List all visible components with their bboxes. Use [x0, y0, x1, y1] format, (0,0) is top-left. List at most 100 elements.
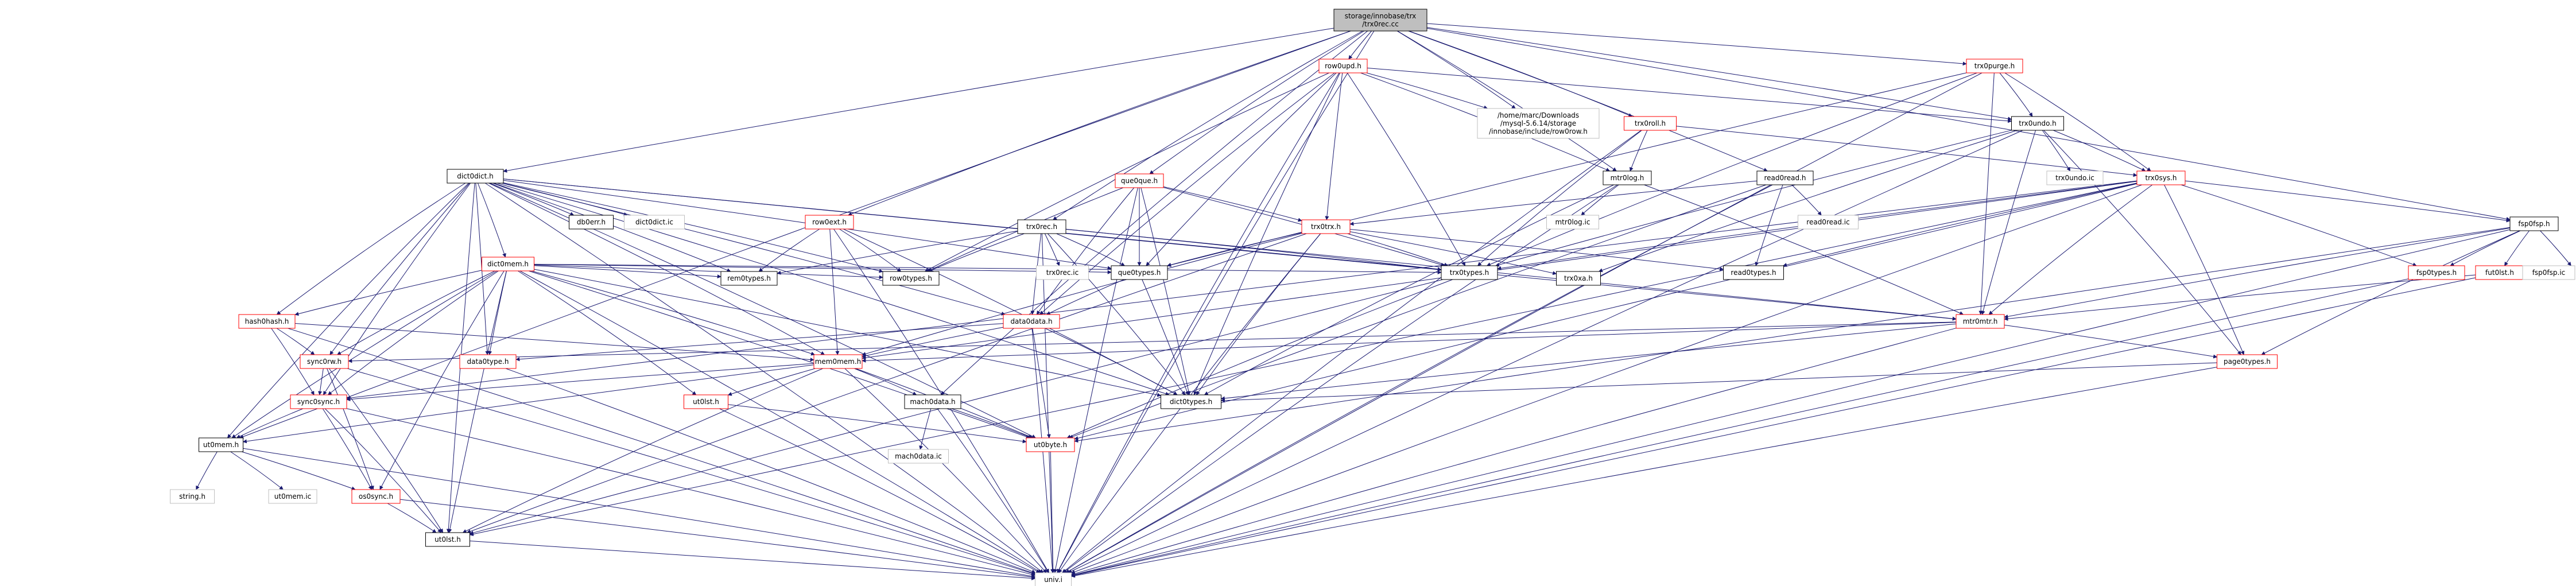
- edge-mem0mem-to-mach0data_h: [854, 368, 917, 395]
- node-read0read[interactable]: read0read.h: [1756, 170, 1814, 185]
- node-page0types[interactable]: page0types.h: [2217, 354, 2278, 369]
- node-label-data0type-line-0: data0type.h: [467, 358, 509, 366]
- node-data0type[interactable]: data0type.h: [459, 354, 517, 369]
- edge-root-to-univ_i: [1057, 30, 1375, 573]
- node-fsp0fsp[interactable]: fsp0fsp.h: [2509, 216, 2559, 231]
- node-ut0lst_h[interactable]: ut0lst.h: [425, 532, 470, 547]
- node-trx0undo[interactable]: trx0undo.h: [2011, 116, 2064, 131]
- node-fsp0types[interactable]: fsp0types.h: [2408, 265, 2465, 280]
- edge-mtr0mtr-to-univ_i: [1070, 328, 1957, 576]
- edge-root-to-trx0purge: [1426, 23, 1967, 66]
- node-box-mach0data_ic: [888, 449, 949, 464]
- node-row0types[interactable]: row0types.h: [882, 271, 940, 286]
- edge-dict0mem-to-univ_i: [519, 270, 1042, 573]
- node-dict0dict[interactable]: dict0dict.h: [447, 169, 504, 184]
- edge-dict0mem-to-rem0types: [534, 265, 721, 279]
- node-label-mysql_row0row-line-1: /mysql-5.6.14/storage: [1500, 119, 1576, 127]
- edge-ut0lst_red-to-ut0byte: [728, 404, 1027, 444]
- edge-trx0undo-to-trx0xa: [1598, 130, 2018, 273]
- node-box-trx0sys: [2136, 170, 2186, 185]
- node-ut0mem[interactable]: ut0mem.h: [199, 437, 243, 452]
- edge-root-to-row0ext: [848, 30, 1351, 216]
- node-que0types[interactable]: que0types.h: [1111, 265, 1168, 280]
- node-label-ut0lst_red-line-0: ut0lst.h: [693, 398, 719, 406]
- node-mtr0log[interactable]: mtr0log.h: [1603, 170, 1652, 185]
- node-sync0sync[interactable]: sync0sync.h: [290, 394, 347, 409]
- node-box-trx0undo: [2011, 116, 2064, 131]
- node-label-mysql_row0row-line-0: /home/marc/Downloads: [1498, 111, 1579, 119]
- node-box-mem0mem: [813, 354, 863, 369]
- edge-fsp0types-to-univ_i: [1070, 278, 2409, 577]
- node-box-que0types: [1111, 265, 1168, 280]
- node-trx0trx[interactable]: trx0trx.h: [1301, 219, 1351, 234]
- node-label-row0types-line-0: row0types.h: [890, 274, 932, 282]
- edge-sync0sync-to-univ_i: [346, 408, 1036, 577]
- edge-dict0mem-to-trx0types: [534, 263, 1442, 275]
- node-ut0byte[interactable]: ut0byte.h: [1026, 437, 1075, 452]
- node-trx0rec_h[interactable]: trx0rec.h: [1017, 219, 1066, 234]
- edge-dict0mem-to-que0types: [534, 264, 1112, 274]
- edge-dict0mem-to-ut0byte: [528, 270, 1030, 439]
- node-row0upd[interactable]: row0upd.h: [1318, 59, 1368, 73]
- node-box-trx0undo_ic: [2046, 170, 2104, 185]
- node-sync0rw[interactable]: sync0rw.h: [300, 354, 349, 369]
- node-mach0data_h[interactable]: mach0data.h: [904, 394, 961, 409]
- edge-dict0dict-to-row0types: [503, 183, 883, 273]
- node-box-ut0mem: [199, 437, 243, 452]
- node-ut0lst_red[interactable]: ut0lst.h: [684, 394, 728, 409]
- node-db0err[interactable]: db0err.h: [569, 215, 614, 230]
- node-fut0lst[interactable]: fut0lst.h: [2475, 265, 2524, 280]
- node-mem0mem[interactable]: mem0mem.h: [813, 354, 863, 369]
- edge-data0type-to-univ_i: [505, 368, 1036, 573]
- edge-hash0hash-to-univ_i: [288, 328, 1036, 575]
- edge-read0read-to-read0types: [1755, 184, 1783, 266]
- edge-trx0rec_h-to-row0types: [928, 233, 1025, 272]
- node-mtr0mtr[interactable]: mtr0mtr.h: [1956, 314, 2005, 329]
- node-dict0mem[interactable]: dict0mem.h: [482, 257, 534, 271]
- node-trx0purge[interactable]: trx0purge.h: [1966, 59, 2023, 73]
- node-box-ut0byte: [1026, 437, 1075, 452]
- node-trx0types[interactable]: trx0types.h: [1441, 265, 1498, 280]
- node-label-dict0dict_ic-line-0: dict0dict.ic: [635, 218, 673, 226]
- node-label-data0data-line-0: data0data.h: [1010, 317, 1052, 325]
- node-label-ut0byte-line-0: ut0byte.h: [1034, 441, 1067, 449]
- node-os0sync[interactable]: os0sync.h: [351, 489, 401, 504]
- node-trx0rec_ic: trx0rec.ic: [1036, 265, 1089, 280]
- node-root[interactable]: storage/innobase/trx/trx0rec.cc: [1333, 9, 1427, 32]
- edge-que0que-to-trx0trx: [1163, 186, 1302, 222]
- edge-mtr0log-to-univ_i: [1062, 184, 1618, 573]
- edge-dict0dict-to-dict0types: [496, 183, 1170, 396]
- edge-mem0mem-to-ut0lst_h: [462, 368, 823, 533]
- node-row0ext[interactable]: row0ext.h: [805, 215, 854, 230]
- node-box-string_h: [170, 489, 215, 504]
- node-box-fsp0fsp_ic: [2522, 265, 2575, 280]
- node-read0read_ic: read0read.ic: [1798, 215, 1859, 230]
- edge-trx0trx-to-read0types: [1349, 229, 1724, 271]
- edge-trx0roll-to-trx0sys: [1676, 126, 2137, 177]
- node-label-mtr0mtr-line-0: mtr0mtr.h: [1963, 317, 1998, 325]
- node-box-hash0hash: [238, 314, 296, 329]
- edge-dict0dict-to-hash0hash: [276, 183, 466, 315]
- node-trx0sys[interactable]: trx0sys.h: [2136, 170, 2186, 185]
- edge-fsp0fsp-to-univ_i: [1070, 229, 2511, 577]
- node-dict0types[interactable]: dict0types.h: [1161, 394, 1221, 409]
- node-box-db0err: [569, 215, 614, 230]
- node-trx0roll[interactable]: trx0roll.h: [1624, 116, 1677, 131]
- node-data0data[interactable]: data0data.h: [1003, 314, 1060, 329]
- node-read0types[interactable]: read0types.h: [1723, 265, 1784, 280]
- edge-row0upd-to-trx0trx: [1325, 72, 1343, 220]
- edge-trx0undo-to-page0types: [2043, 130, 2241, 355]
- node-box-row0ext: [805, 215, 854, 230]
- node-label-mem0mem-line-0: mem0mem.h: [815, 358, 862, 366]
- edge-sync0sync-to-ut0lst_h: [324, 408, 442, 533]
- edge-dict0dict-to-mem0mem: [488, 183, 825, 355]
- node-que0que[interactable]: que0que.h: [1115, 173, 1164, 188]
- edge-trx0rec_h-to-trx0types: [1065, 229, 1442, 271]
- dependency-nodes: storage/innobase/trx/trx0rec.cc dict0dict…: [170, 9, 2575, 586]
- node-hash0hash[interactable]: hash0hash.h: [238, 314, 296, 329]
- node-label-root-line-0: storage/innobase/trx: [1345, 12, 1417, 20]
- node-box-univ_i: [1035, 572, 1072, 586]
- node-trx0xa[interactable]: trx0xa.h: [1556, 271, 1601, 286]
- node-rem0types[interactable]: rem0types.h: [720, 271, 778, 286]
